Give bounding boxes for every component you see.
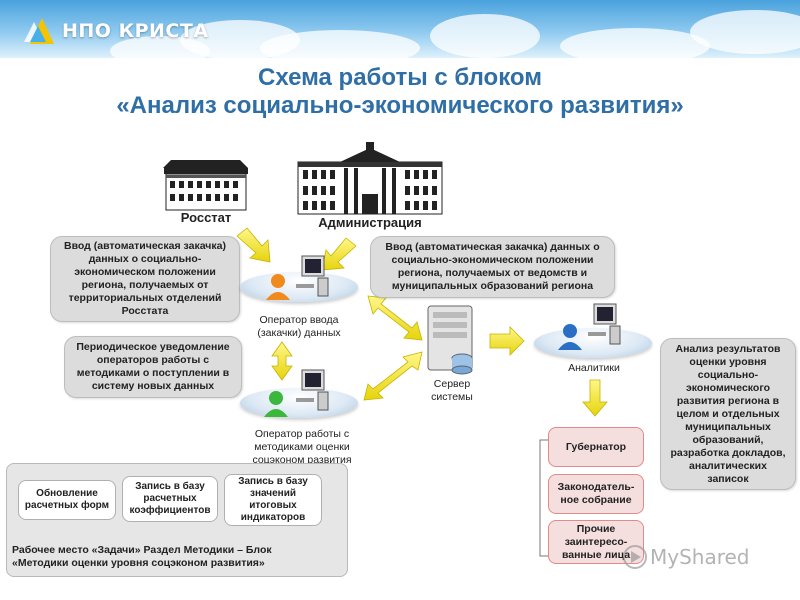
step-write-indicators: Запись в базу значений итоговых индикато…	[224, 474, 322, 526]
rosstat-building-icon	[163, 160, 248, 211]
bubble-input-rosstat: Ввод (автоматическая закачка) данных о с…	[50, 236, 240, 322]
step-update-forms: Обновление расчетных форм	[18, 480, 116, 520]
header-banner	[0, 0, 800, 58]
watermark-text: MyShared	[650, 545, 750, 569]
operator-methods-label: Оператор работы с методиками оценки соцэ…	[252, 428, 352, 466]
arrow-rosstat-to-operator	[236, 227, 271, 263]
recipients-bracket	[539, 439, 548, 557]
logo-icon	[24, 18, 54, 44]
administration-building-icon	[297, 142, 443, 215]
bubble-notification: Периодическое уведомление операторов раб…	[64, 336, 242, 398]
recipient-others: Прочие заинтересо-ванные лица	[548, 520, 644, 564]
recipient-governor: Губернатор	[548, 427, 644, 467]
arrow-server-to-methods	[363, 351, 423, 401]
arrow-admin-to-operator	[321, 237, 357, 271]
arrow-server-to-analysts	[489, 326, 525, 356]
page-subtitle: «Анализ социально-экономического развити…	[116, 92, 684, 119]
server-icon	[427, 305, 473, 375]
operator-methods-workstation	[240, 388, 358, 418]
operator-input-label: Оператор ввода (закачки) данных	[257, 314, 341, 339]
operator-input-person-icon	[266, 274, 290, 300]
arrow-analysts-to-governor	[582, 379, 608, 417]
analysts-label: Аналитики	[568, 362, 620, 374]
operator-methods-computer-icon	[296, 369, 329, 411]
page-title: Схема работы с блоком	[257, 64, 542, 91]
arrow-operator-vertical	[271, 341, 293, 381]
analysts-person-icon	[558, 324, 582, 350]
operator-input-computer-icon	[296, 255, 329, 297]
step-write-coefficients: Запись в базу расчетных коэффициентов	[122, 476, 218, 522]
server-label: Сервер системы	[431, 378, 473, 403]
analysts-computer-icon	[588, 303, 621, 345]
bubble-input-agencies: Ввод (автоматическая закачка) данных о с…	[370, 236, 615, 298]
bubble-analysis: Анализ результатов оценки уровня социаль…	[660, 338, 796, 490]
rosstat-label: Росстат	[180, 210, 232, 225]
recipient-legislature: Законодатель-ное собрание	[548, 474, 644, 514]
logo-text: НПО КРИСТА	[62, 20, 209, 42]
operator-methods-person-icon	[264, 391, 288, 417]
administration-label: Администрация	[318, 215, 422, 230]
workplace-caption-1: Рабочее место «Задачи» Раздел Методики –…	[12, 544, 272, 556]
arrow-operator-to-server	[367, 295, 423, 341]
workplace-caption-2: «Методики оценки уровня соцэконом развит…	[12, 557, 265, 569]
